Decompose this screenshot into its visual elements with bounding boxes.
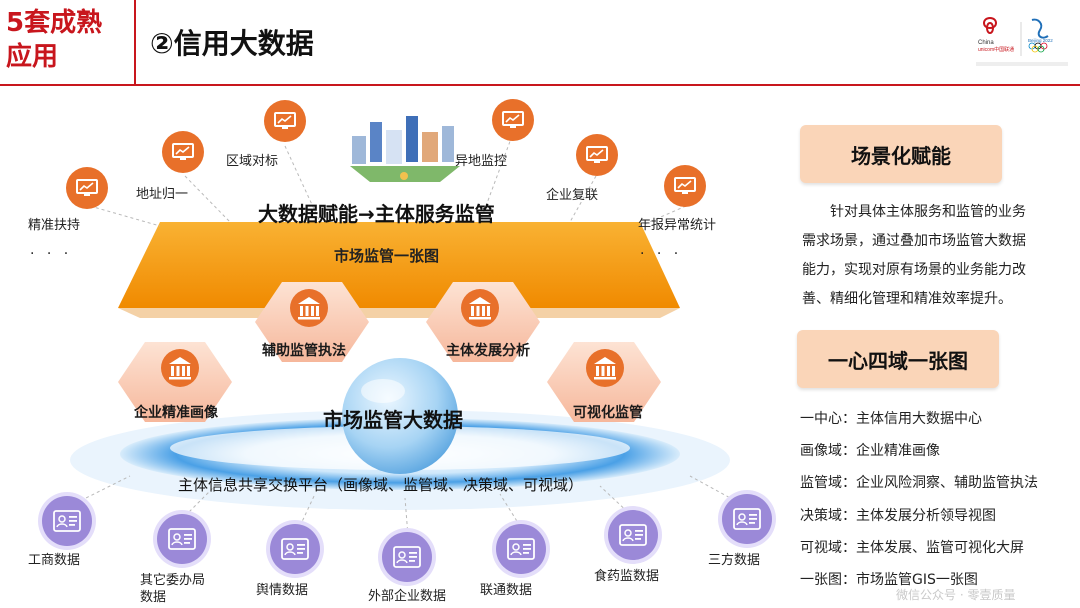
chart-monitor-icon: [576, 134, 618, 176]
source-label-6: 食药监数据: [594, 569, 660, 584]
olympic-emblem-icon: [1028, 18, 1049, 53]
ellipsis-left: · · ·: [30, 246, 73, 262]
chart-monitor-icon: [66, 167, 108, 209]
band-label: 市场监管一张图: [334, 247, 440, 265]
chart-monitor-icon: [264, 100, 306, 142]
market-map-band: [118, 222, 680, 308]
top-label-1: 精准扶持: [28, 218, 81, 233]
sidebar-item: 监管域：企业风险洞察、辅助监管执法: [800, 475, 1038, 491]
brand-logo: China unicom中国联通 Beijing 2022: [972, 14, 1072, 72]
bank-icon: [585, 348, 625, 392]
sidebar-item: 一张图：市场监管GIS一张图: [800, 572, 978, 588]
source-label-3: 舆情数据: [256, 583, 309, 598]
id-card-icon: [496, 524, 546, 574]
scenario-enablement-box: 场景化赋能: [800, 125, 1002, 183]
chart-monitor-icon: [664, 165, 706, 207]
watermark: 微信公众号 · 零壹质量: [896, 588, 1016, 602]
bank-icon: [160, 348, 200, 392]
top-label-5: 企业复联: [546, 188, 599, 203]
diagram-canvas: [69, 116, 746, 537]
title-divider: [136, 84, 1080, 86]
top-label-3: 区域对标: [226, 154, 279, 169]
top-label-4: 异地监控: [455, 154, 508, 169]
unicom-knot-icon: [983, 16, 997, 35]
source-label-5: 联通数据: [480, 583, 533, 598]
section-badge: 5套成熟 应用: [0, 0, 136, 86]
scenario-description: 针对具体主体服务和监管的业务需求场景，通过叠加市场监管大数据能力，实现对原有场景…: [802, 204, 1026, 307]
id-card-icon: [722, 494, 772, 544]
chart-monitor-icon: [492, 99, 534, 141]
connector-lines-top: [89, 135, 687, 227]
sidebar-item: 可视域：主体发展、监管可视化大屏: [800, 540, 1024, 556]
platform-label: 主体信息共享交换平台（画像域、监管域、决策域、可视域）: [178, 476, 584, 494]
source-label-1: 工商数据: [28, 553, 81, 568]
id-card-icon: [608, 510, 658, 560]
ellipsis-right: · · ·: [640, 246, 683, 262]
core-label: 市场监管大数据: [323, 408, 463, 432]
hex-label-analysis: 主体发展分析: [446, 343, 530, 359]
one-core-four-domains-box: 一心四域一张图: [797, 330, 999, 388]
id-card-icon: [157, 514, 207, 564]
chart-monitor-icon: [162, 131, 204, 173]
diagram-headline: 大数据赋能→主体服务监管: [258, 202, 495, 226]
id-card-icon: [270, 524, 320, 574]
id-card-icon: [382, 532, 432, 582]
svg-text:unicom中国联通: unicom中国联通: [978, 46, 1014, 53]
source-label-2: 其它委办局 数据: [140, 573, 206, 605]
sidebar-item: 画像域：企业精准画像: [800, 443, 940, 459]
top-label-2: 地址归一: [136, 187, 189, 202]
bank-icon: [460, 288, 500, 332]
section-label-line1: 5套成熟: [6, 8, 103, 38]
svg-text:Beijing 2022: Beijing 2022: [1028, 38, 1053, 43]
svg-text:China: China: [978, 40, 994, 46]
sidebar-item: 一中心：主体信用大数据中心: [800, 411, 982, 427]
page-title: ②信用大数据: [150, 27, 314, 60]
id-card-icon: [42, 496, 92, 546]
source-label-4: 外部企业数据: [368, 589, 447, 604]
hex-label-visual: 可视化监管: [573, 405, 643, 421]
section-label-line2: 应用: [6, 42, 59, 72]
source-label-7: 三方数据: [708, 553, 761, 568]
top-label-6: 年报异常统计: [638, 218, 717, 233]
hex-label-profile: 企业精准画像: [134, 405, 218, 421]
bank-icon: [289, 288, 329, 332]
sidebar-item: 决策域：主体发展分析领导视图: [800, 508, 996, 524]
city-illustration: [350, 116, 460, 182]
hex-label-assist: 辅助监管执法: [262, 343, 346, 359]
